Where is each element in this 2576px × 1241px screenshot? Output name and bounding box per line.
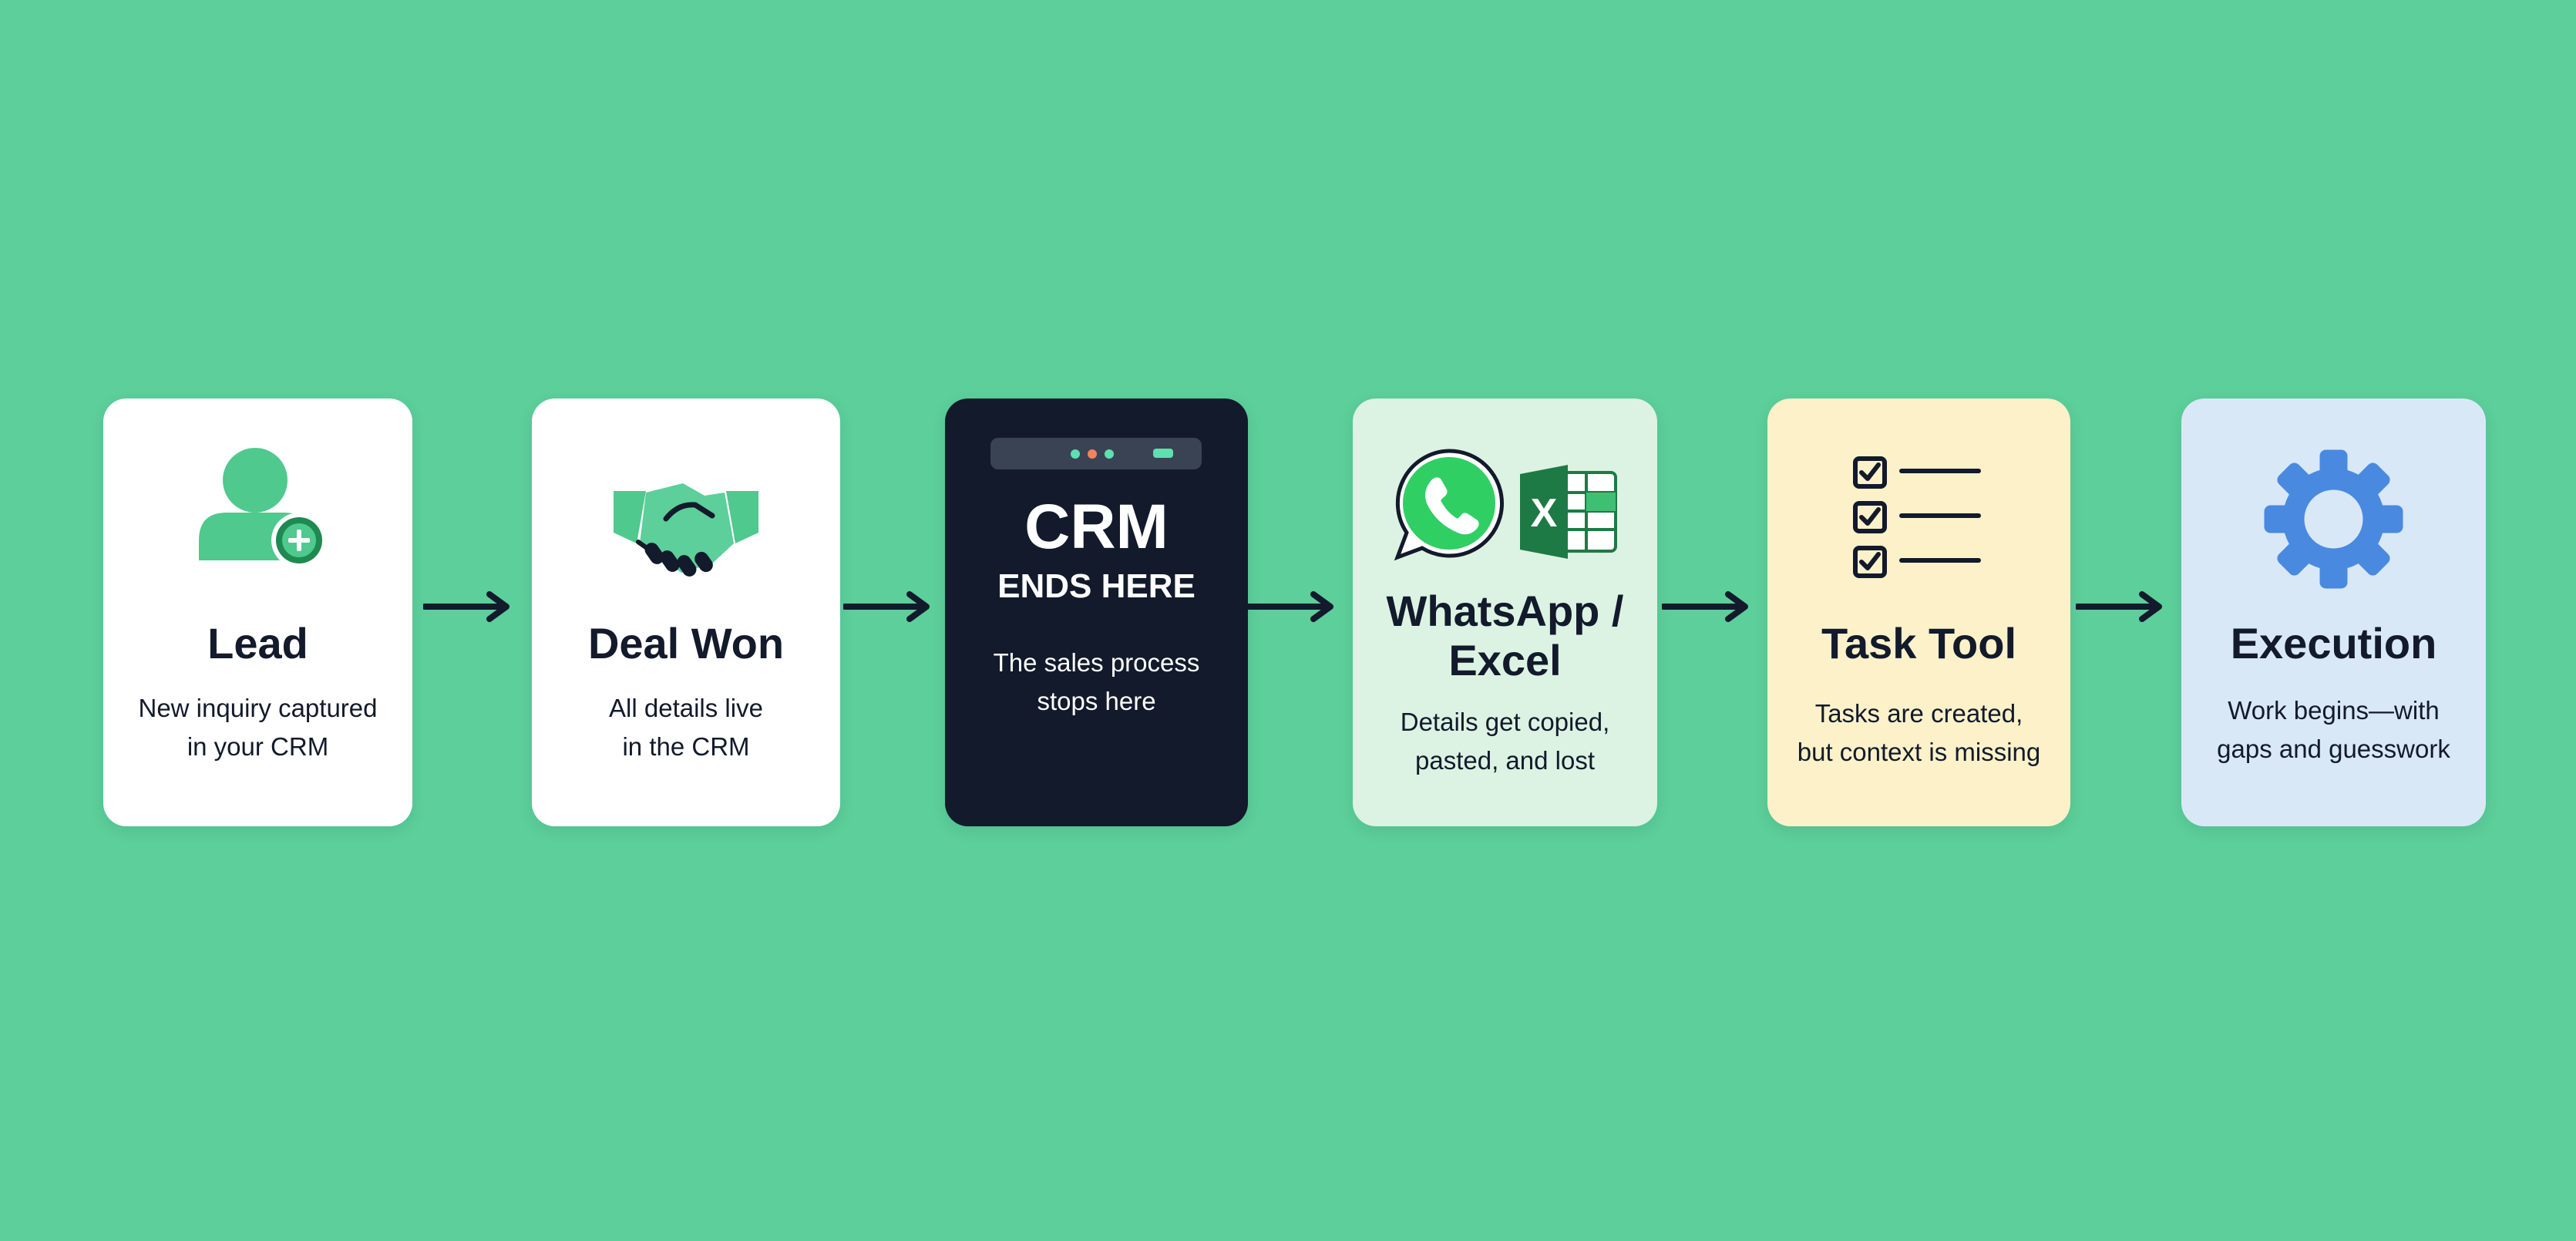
- step-title: Execution: [2230, 619, 2437, 668]
- step-title: Deal Won: [587, 619, 785, 668]
- browser-window-icon: [990, 438, 1202, 469]
- step-card-execution: Execution Work begins—with gaps and gues…: [2181, 399, 2486, 826]
- step-description: Details get copied, pasted, and lost: [1400, 708, 1610, 775]
- crm-subtitle: ENDS HERE: [997, 567, 1196, 605]
- checklist-icon: [1853, 456, 1981, 578]
- step-description: New inquiry captured in your CRM: [138, 694, 378, 761]
- step-card-deal-won: Deal Won All details live in the CRM: [532, 399, 840, 826]
- handshake-icon: [614, 483, 758, 577]
- gear-icon: [2264, 449, 2403, 589]
- arrow-right-icon: [843, 591, 930, 622]
- crm-title: CRM: [1024, 492, 1169, 562]
- step-title: Lead: [207, 619, 308, 668]
- step-card-crm: CRM ENDS HERE The sales process stops he…: [945, 399, 1248, 826]
- step-card-whatsapp-excel: X WhatsApp / Excel Details get copied, p…: [1353, 399, 1657, 826]
- user-add-icon: [199, 448, 327, 568]
- excel-icon: X: [1520, 465, 1617, 559]
- step-description: All details live in the CRM: [609, 694, 763, 761]
- arrow-right-icon: [1247, 591, 1333, 622]
- step-title: Task Tool: [1821, 619, 2017, 668]
- step-description: The sales process stops here: [993, 648, 1200, 715]
- step-title: WhatsApp / Excel: [1386, 587, 1624, 684]
- step-card-task-tool: Task Tool Tasks are created, but context…: [1767, 399, 2070, 826]
- step-description: Tasks are created, but context is missin…: [1797, 699, 2041, 766]
- arrow-right-icon: [423, 591, 509, 622]
- arrow-right-icon: [1662, 591, 1748, 622]
- whatsapp-icon: [1394, 449, 1504, 561]
- arrow-right-icon: [2076, 591, 2162, 622]
- step-description: Work begins—with gaps and guesswork: [2217, 696, 2450, 763]
- step-card-lead: Lead New inquiry captured in your CRM: [103, 399, 412, 826]
- svg-text:X: X: [1531, 491, 1558, 536]
